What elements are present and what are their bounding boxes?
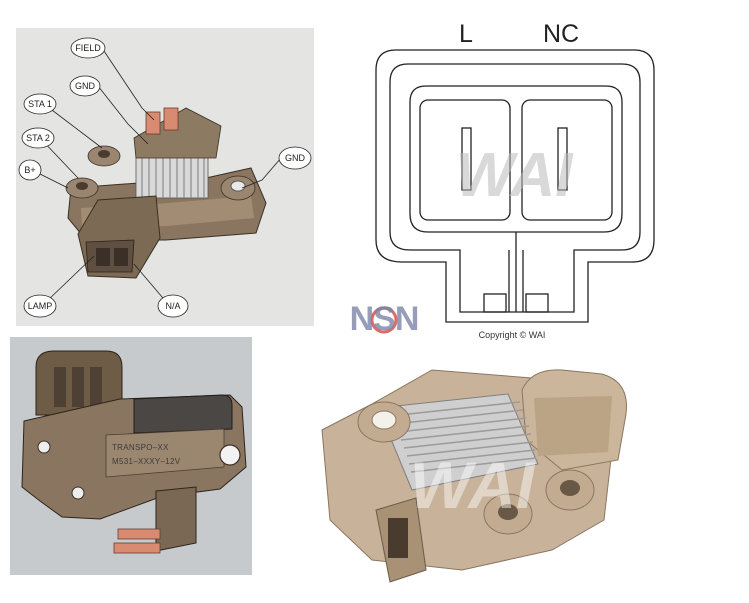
svg-text:LAMP: LAMP [28,301,53,311]
svg-text:STA 1: STA 1 [28,99,52,109]
svg-text:FIELD: FIELD [75,43,101,53]
regulator-render-drawing: TRANSPO–XX M531–XXXY–12V [21,350,247,554]
wai-photo-watermark-logo: WAI [410,448,536,522]
callout-gnd-right: GND [278,146,312,170]
regulator-render-panel: TRANSPO–XX M531–XXXY–12V [10,337,252,575]
wai-watermark-logo: WAI [455,141,574,210]
svg-text:GND: GND [75,81,96,91]
regulator-diagram-drawing: FIELD GND STA 1 STA 2 B+ GND LAMP N/A [18,37,312,318]
svg-text:N/A: N/A [165,301,180,311]
callout-na: N/A [157,294,189,318]
svg-text:B+: B+ [24,165,35,175]
callout-sta1: STA 1 [23,93,57,115]
callout-gnd-top: GND [69,75,101,97]
render-brush-holder [113,486,197,554]
pin-label-nc: NC [543,20,579,48]
copyright-text: Copyright © WAI [479,330,546,340]
brush-terminals [145,107,179,135]
callout-field: FIELD [70,37,106,59]
pin-label-l: L [459,20,473,48]
regulator-photo-panel: WAI [312,360,657,590]
connector-pinout-drawing: L NC WAI Copyright © WAI [375,20,655,340]
regulator-photo-drawing: WAI [321,369,627,583]
callout-sta2: STA 2 [21,127,55,149]
photo-brush-holder [375,497,427,583]
connector-outline [375,49,655,323]
connector-pinout-panel: L NC WAI Copyright © WAI [366,0,666,340]
photo-heatsink [377,393,539,491]
callout-lamp: LAMP [23,294,57,318]
nsn-logo: NSN [334,296,434,340]
photo-plug [521,369,627,471]
svg-text:STA 2: STA 2 [26,133,50,143]
regulator-diagram-panel: FIELD GND STA 1 STA 2 B+ GND LAMP N/A [16,28,314,326]
render-mount-holes [37,440,241,500]
plug-connector [77,195,161,279]
mounting-ears [65,145,256,201]
label-plate-line1: TRANSPO–XX [112,443,169,452]
callout-bplus: B+ [18,159,42,181]
render-plug [35,350,123,416]
label-plate-line2: M531–XXXY–12V [112,457,181,466]
photo-mount-bosses [357,401,595,535]
label-plate: TRANSPO–XX M531–XXXY–12V [105,428,225,478]
svg-text:GND: GND [285,153,306,163]
svg-text:NSN: NSN [350,300,419,338]
